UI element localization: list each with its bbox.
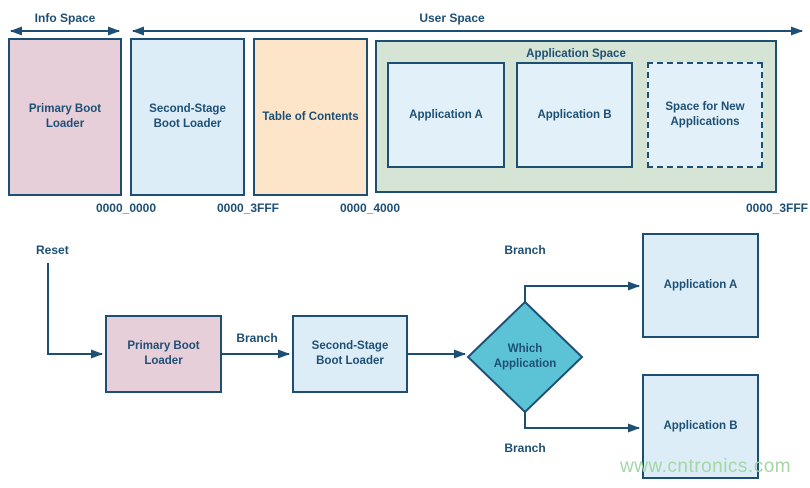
memory-block-label: Primary Boot Loader [28,103,102,130]
memory-block-label: Application A [409,108,483,121]
reset-connector [47,263,103,359]
decision-label: Which Application [493,343,557,370]
memory-block-primary-boot-loader: Primary Boot Loader [8,38,122,196]
address-label: 0000_4000 [339,201,401,215]
flow-node-label: Application B [663,420,738,433]
flow-node-label: Primary Boot Loader [127,340,200,367]
flow-node-primary-boot-loader: Primary Boot Loader [105,315,222,393]
branch-label: Branch [504,441,546,455]
flow-node-second-stage-boot-loader: Second-Stage Boot Loader [292,315,408,393]
memory-block-second-stage-boot-loader: Second-Stage Boot Loader [130,38,245,196]
address-label: 0000_3FFF [216,201,280,215]
memory-block-label: Application B [537,108,612,121]
reset-label: Reset [36,243,69,257]
address-label: 0000_0000 [95,201,157,215]
flow-node-label: Second-Stage Boot Loader [311,340,389,367]
flow-node-label: Application A [663,279,738,292]
application-space-title: Application Space [526,48,626,60]
watermark-text: www.cntronics.com [620,456,792,477]
memory-block-application-b: Application B [516,62,633,168]
branch-label: Branch [504,243,546,257]
flow-node-application-b: Application B [642,374,759,479]
decision-label-wrapper: Which Application [468,302,582,412]
branch-label: Branch [236,331,278,345]
memory-block-new-applications: Space for New Applications [647,62,763,168]
branch-connector-app-a [524,281,640,303]
memory-block-table-of-contents: Table of Contents [253,38,368,196]
memory-block-application-a: Application A [387,62,505,168]
address-label: 0000_3FFF [745,201,809,215]
user-space-label: User Space [419,11,485,25]
info-space-label: Info Space [34,11,96,25]
memory-block-label: Space for New Applications [665,101,745,128]
decision-diamond [466,300,584,414]
branch-connector-app-b [524,411,640,433]
memory-block-label: Second-Stage Boot Loader [149,103,226,130]
memory-block-label: Table of Contents [262,110,359,123]
flow-node-application-a: Application A [642,233,759,338]
